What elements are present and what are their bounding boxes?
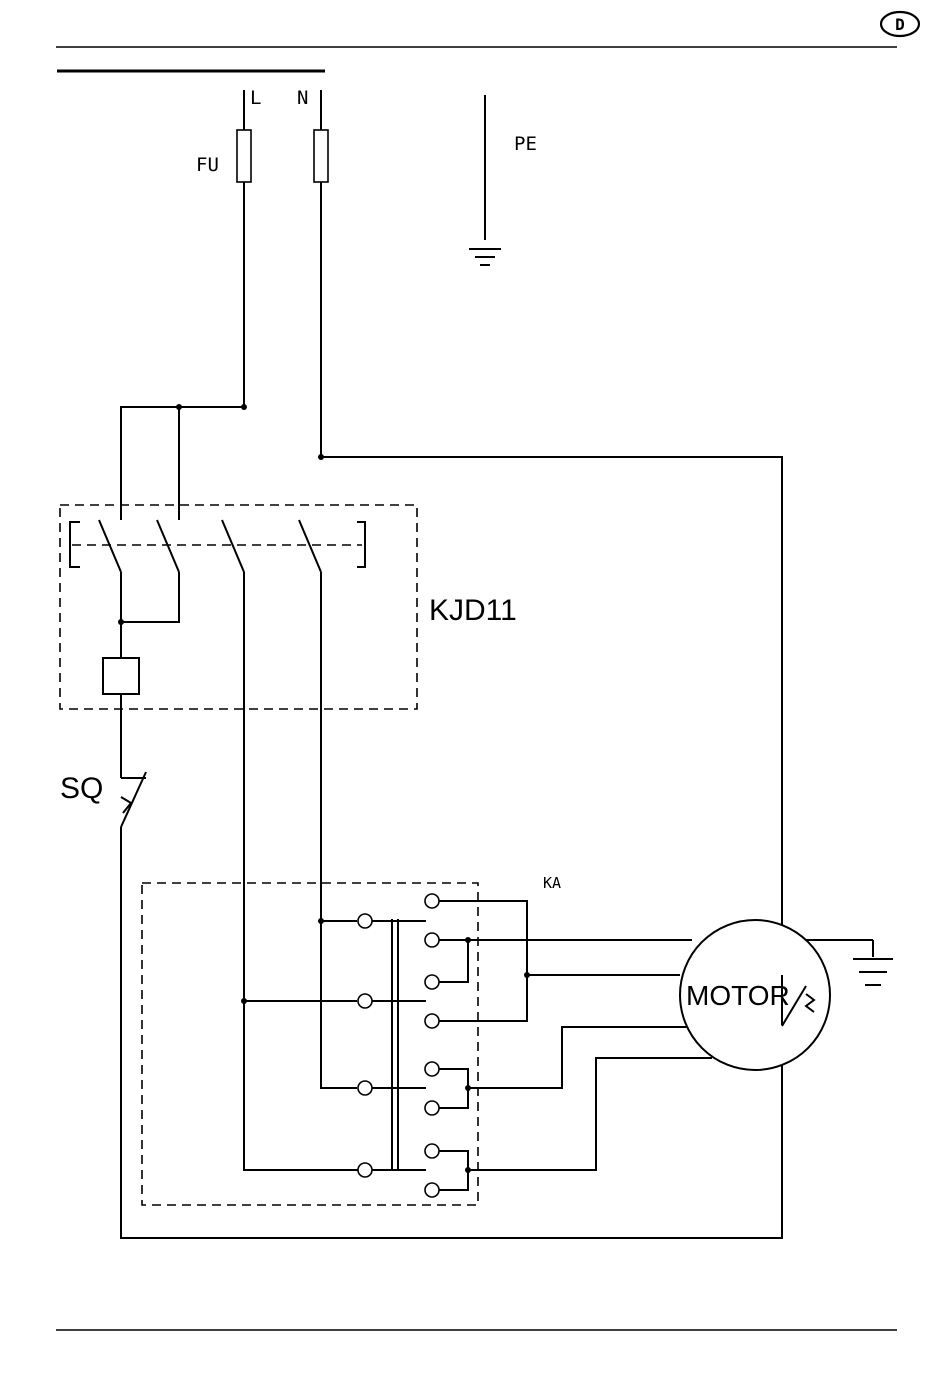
upper-wiring (121, 404, 782, 990)
wire-motor-phase-4 (468, 1058, 712, 1170)
junction (176, 404, 182, 410)
main-runs (121, 572, 782, 1238)
language-badge-label: D (895, 15, 905, 34)
wire-output-loop-1 (439, 901, 527, 1021)
junction (524, 972, 530, 978)
motor-label: MOTOR (686, 980, 790, 1011)
page-header: D (56, 12, 919, 71)
switch-contact-1 (99, 520, 121, 572)
relay-ka: KA (142, 874, 561, 1205)
motor-wiring (439, 901, 712, 1190)
limit-switch-sq: SQ (60, 772, 146, 827)
junction (118, 619, 124, 625)
wire-l-to-relay (244, 572, 360, 1170)
switch-contact-4 (299, 520, 321, 572)
wire-n-to-motor-thermal (321, 457, 782, 990)
label-sq: SQ (60, 772, 103, 805)
label-pe: PE (514, 133, 537, 155)
junction (465, 1085, 471, 1091)
relay-output-terminal (425, 933, 439, 947)
switch-kjd11: KJD11 (60, 505, 517, 778)
relay-output-terminal (425, 1014, 439, 1028)
switch-coil (103, 658, 139, 694)
wire-output-loop-4 (439, 1151, 468, 1190)
relay-output-terminal (425, 975, 439, 989)
switch-contact-3 (222, 520, 244, 572)
supply: L N FU PE (196, 87, 537, 457)
junction (241, 998, 247, 1004)
relay-output-terminal (425, 894, 439, 908)
junction (241, 404, 247, 410)
wire-return-loop (121, 827, 782, 1238)
label-ka: KA (543, 874, 561, 892)
switch-contact-2 (157, 520, 179, 572)
wire-output-loop-2 (439, 940, 468, 982)
relay-output-terminal (425, 1062, 439, 1076)
junction (318, 918, 324, 924)
label-n: N (297, 87, 308, 109)
relay-output-terminal (425, 1144, 439, 1158)
junction (465, 937, 471, 943)
wire-output-loop-3 (439, 1069, 468, 1108)
motor: MOTOR (680, 920, 893, 1070)
relay-output-terminal (425, 1183, 439, 1197)
relay-coil-terminal (358, 994, 372, 1008)
label-l: L (250, 87, 261, 109)
relay-output-terminal (425, 1101, 439, 1115)
wire-hold-contact (121, 572, 179, 622)
fuse-n (314, 130, 328, 182)
relay-coil-terminal (358, 1081, 372, 1095)
wire-n-to-relay (321, 572, 357, 1088)
wire-l-bus (121, 407, 244, 520)
label-fu: FU (196, 154, 219, 176)
label-kjd11: KJD11 (429, 594, 517, 627)
relay-coil-terminal (358, 914, 372, 928)
junction (465, 1167, 471, 1173)
junction (318, 454, 324, 460)
relay-coil-terminal (358, 1163, 372, 1177)
fuse-l (237, 130, 251, 182)
